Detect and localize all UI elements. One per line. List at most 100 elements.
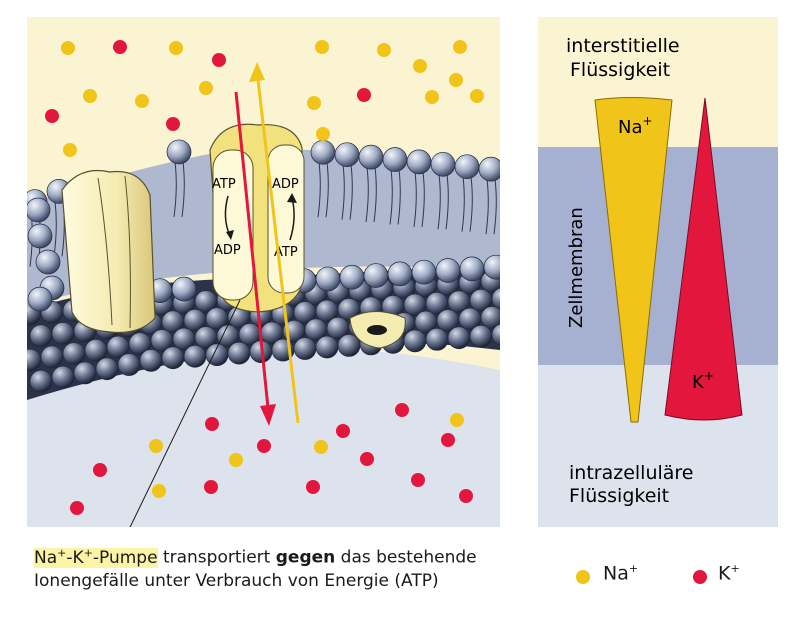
lipid-head (411, 259, 437, 285)
lipid-head (459, 256, 485, 282)
intracellular-fluid (27, 347, 500, 527)
lipid-head (454, 154, 480, 180)
lipid-head-dark (183, 344, 207, 368)
membrane-outer-heads (27, 139, 500, 301)
potassium-ion (336, 424, 350, 438)
lipid-head (382, 147, 408, 172)
sodium-ion (453, 40, 467, 54)
bottom-label-line2: Flüssigkeit (569, 485, 669, 507)
potassium-ion (306, 480, 320, 494)
lipid-head-dark (128, 332, 152, 356)
lipid-head (478, 156, 500, 182)
lipid-head (358, 144, 384, 170)
lipid-head-dark (73, 361, 97, 385)
lipid-head-dark (117, 353, 141, 376)
potassium-ion (459, 489, 473, 503)
adp-to-atp-arrowhead (287, 193, 297, 203)
lipid-head (27, 286, 53, 312)
top-label-line2: Flüssigkeit (570, 59, 670, 81)
sodium-ion (63, 143, 77, 157)
sodium-ion (450, 413, 464, 427)
sodium-ion (413, 59, 427, 73)
potassium-ion (257, 439, 271, 453)
lipid-head (310, 139, 336, 165)
sodium-ion (314, 440, 328, 454)
caption-highlight: Na+-K+-Pumpe (34, 546, 158, 568)
lipid-head (171, 276, 197, 302)
sodium-ion (307, 96, 321, 110)
sodium-ion (199, 81, 213, 95)
sodium-ion (169, 41, 183, 55)
atp-label-left: ATP (212, 177, 236, 192)
lipid-head-dark (491, 287, 500, 310)
vesicle-dark-spot (367, 325, 387, 335)
potassium-ion (113, 40, 127, 54)
membrane-middle-heads (27, 254, 500, 312)
potassium-ion (93, 463, 107, 477)
bottom-label-line1: intrazelluläre (569, 462, 694, 484)
sodium-ion (83, 89, 97, 103)
potassium-arrowhead (260, 404, 276, 426)
potassium-ion (204, 480, 218, 494)
lipid-head-dark (139, 349, 163, 372)
lipid-head-dark (161, 346, 185, 370)
sodium-ion (377, 43, 391, 57)
potassium-ion (411, 473, 425, 487)
lipid-head (35, 249, 61, 275)
lipid-head-dark (84, 338, 108, 362)
small-vesicle-protein (349, 311, 406, 349)
lipid-head (315, 266, 341, 292)
potassium-ion (205, 417, 219, 431)
sodium-ion (152, 484, 166, 498)
potassium-ion (212, 53, 226, 67)
legend-k-label: K+ (718, 562, 740, 585)
caption-line2: Ionengefälle unter Verbrauch von Energie… (34, 570, 439, 591)
sodium-ion (135, 94, 149, 108)
lipid-head (430, 151, 456, 177)
adp-label-right: ADP (272, 177, 299, 192)
sodium-ion (229, 453, 243, 467)
lipid-head-dark (106, 335, 130, 359)
lipid-head-dark (40, 345, 64, 369)
left-panel: ATP ADP ADP ATP (27, 17, 500, 527)
potassium-ion (45, 109, 59, 123)
lipid-head-dark (29, 324, 53, 348)
caption: Na+-K+-Pumpe transportiert gegen das bes… (34, 546, 477, 591)
lipid-head-dark (27, 348, 42, 372)
sodium-transport-arrow (256, 79, 300, 424)
potassium-ion (357, 88, 371, 102)
potassium-gradient-wedge (664, 97, 743, 421)
legend-k-dot (693, 570, 707, 584)
sodium-ion (316, 127, 330, 141)
adp-label-left: ADP (214, 243, 241, 258)
lipid-head-dark (29, 369, 53, 393)
channel-protein-left (61, 169, 156, 334)
lipid-head-dark (293, 337, 317, 360)
lipid-head-dark (227, 341, 251, 365)
top-label-line1: interstitielle (566, 35, 680, 57)
sodium-ion (149, 439, 163, 453)
lipid-head (435, 258, 461, 283)
sodium-ion (315, 40, 329, 54)
potassium-transport-arrow (234, 91, 270, 409)
ion-particles (45, 40, 484, 515)
lipid-head-dark (95, 357, 119, 381)
legend-na-label: Na+ (603, 562, 639, 585)
lipid-head-dark (51, 322, 75, 345)
lipid-head-dark (315, 335, 339, 359)
lipid-head-dark (425, 327, 449, 351)
potassium-ion (166, 117, 180, 131)
lipid-head (363, 263, 389, 288)
potassium-ion (70, 501, 84, 515)
sodium-arrowhead (249, 62, 265, 82)
k-wedge-label: K+ (692, 369, 714, 393)
lipid-head (334, 142, 360, 168)
lipid-head (387, 261, 413, 287)
sodium-ion (449, 73, 463, 87)
lipid-head (339, 264, 365, 290)
lipid-head-dark (469, 324, 493, 348)
lipid-head-dark (447, 326, 471, 350)
caption-bold-word: gegen (275, 547, 336, 568)
